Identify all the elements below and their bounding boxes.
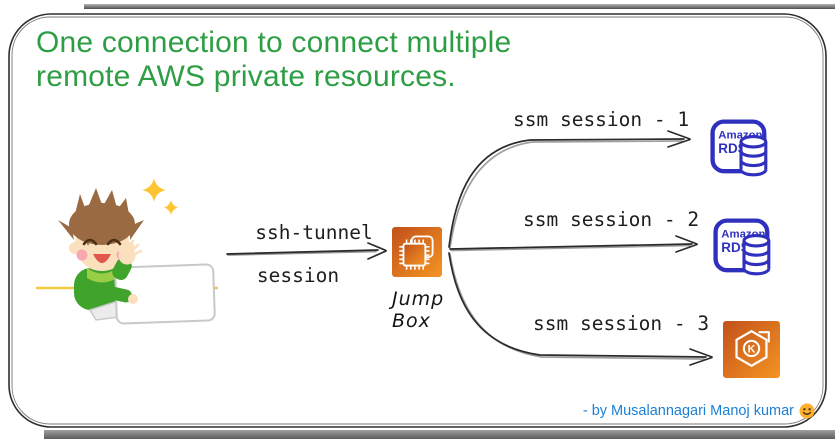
ssm-session-2-arrow [449,235,698,253]
jump-box-label: Jump Box [392,288,444,332]
amazon-rds-icon: Amazon RDS [710,119,768,177]
amazon-eks-icon: K [723,321,780,378]
whiteboard-frame [8,13,827,428]
jump-box-label-line1: Jump [392,288,445,310]
diagram-title-line2: remote AWS private resources. [36,60,456,93]
ssm-session-2-label: ssm session - 2 [523,208,700,231]
attribution: - by Musalannagari Manoj kumar [583,403,815,419]
jump-box-label-line2: Box [392,310,431,332]
ssm-session-3-label: ssm session - 3 [533,312,710,335]
laptop [88,263,216,325]
ok-hand [105,239,143,304]
jump-box-ec2-icon [392,227,442,277]
ssh-session-label: session [256,264,340,287]
diagram-title: One connection to connect multiple remot… [36,26,511,94]
ssh-tunnel-label: ssh-tunnel [255,221,373,244]
background-window-edge-bottom [44,430,835,439]
ssm-session-1-label: ssm session - 1 [513,108,690,131]
attribution-text: - by Musalannagari Manoj kumar [582,403,794,419]
boy-at-laptop-illustration [36,178,218,325]
background-window-edge-top [84,4,835,9]
database-cylinder-icon [739,135,768,177]
ssm-session-1-arrow [448,130,691,249]
hair [58,188,144,246]
eks-letter-k: K [748,344,756,356]
ssm-session-3-arrow [448,252,713,366]
diagram-title-line1: One connection to connect multiple [36,26,512,59]
sparkles-icon [142,178,178,215]
amazon-rds-icon: Amazon RDS [713,218,771,276]
database-cylinder-icon [742,234,771,276]
smiling-face-emoji-icon [799,403,815,419]
ssh-tunnel-arrow [226,242,387,260]
